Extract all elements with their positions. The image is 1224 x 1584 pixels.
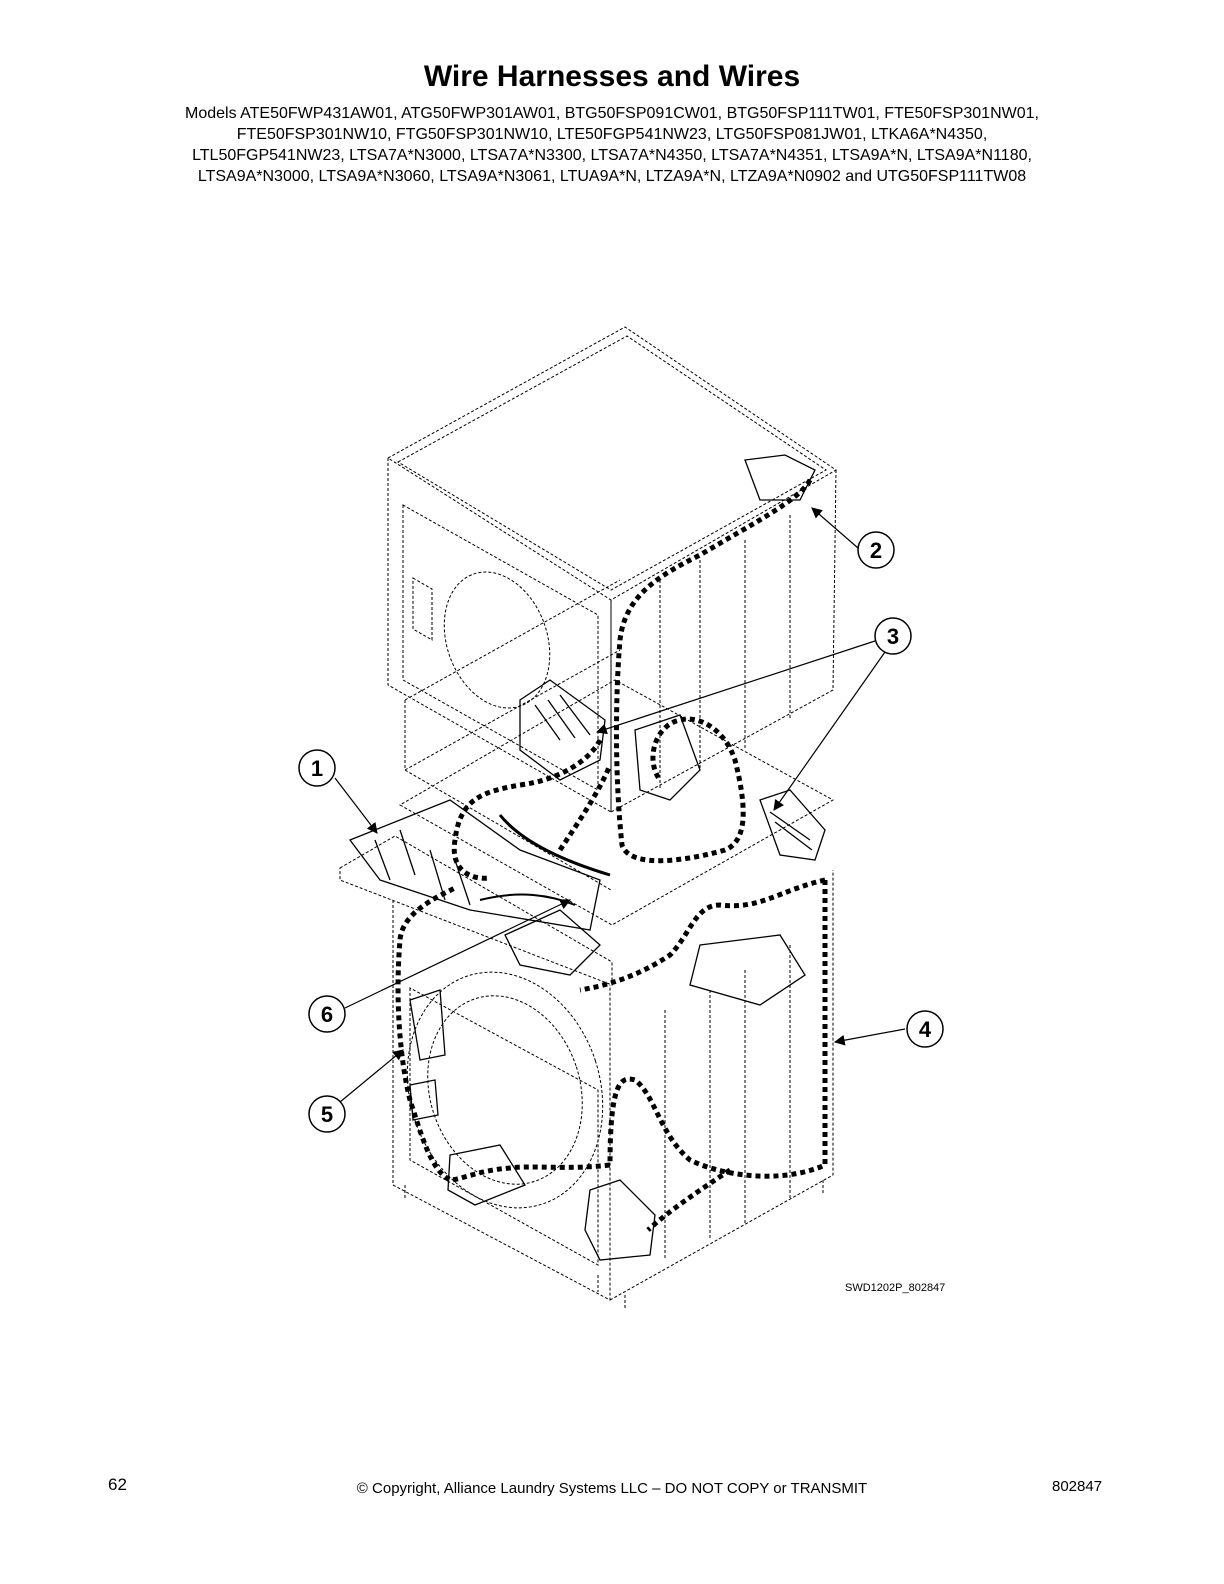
- callout-2-label: 2: [870, 538, 882, 563]
- callout-5: 5: [308, 1095, 346, 1133]
- harness-routes: [395, 478, 828, 1232]
- models-line: LTL50FGP541NW23, LTSA7A*N3000, LTSA7A*N3…: [192, 147, 1032, 164]
- top-connector: [744, 454, 816, 501]
- page-title: Wire Harnesses and Wires: [423, 60, 801, 93]
- leader-lines: [334, 507, 906, 1103]
- models-line: Models ATE50FWP431AW01, ATG50FWP301AW01,…: [185, 105, 1039, 122]
- callout-3: 3: [874, 617, 912, 655]
- callout-5-label: 5: [321, 1102, 333, 1127]
- callout-6-label: 6: [321, 1002, 333, 1027]
- terminal-strip: [348, 799, 601, 931]
- door-lock: [409, 989, 446, 1061]
- component-clusters: [348, 454, 826, 1261]
- callout-6: 6: [308, 995, 346, 1033]
- valve-cluster: [584, 1179, 656, 1261]
- harness-4-valve: [646, 1167, 732, 1232]
- models-list: Models ATE50FWP431AW01, ATG50FWP301AW01,…: [100, 103, 1124, 187]
- junction-cluster: [504, 909, 601, 976]
- harness-2-route: [613, 478, 813, 864]
- harness-4-route: [395, 880, 828, 1183]
- document-number: 802847: [1052, 1478, 1103, 1495]
- motor-cluster: [634, 714, 701, 801]
- control-cluster: [519, 679, 606, 781]
- callout-3-label: 3: [887, 624, 899, 649]
- callout-1: 1: [298, 749, 336, 787]
- models-line: LTSA9A*N3000, LTSA9A*N3060, LTSA9A*N3061…: [197, 168, 1027, 185]
- harness-3-route: [451, 738, 603, 881]
- harness-1-route: [557, 764, 613, 852]
- copyright-notice: © Copyright, Alliance Laundry Systems LL…: [356, 1480, 868, 1497]
- right-connector: [759, 789, 826, 861]
- callout-1-label: 1: [311, 756, 323, 781]
- relay-block: [447, 1144, 526, 1206]
- callouts: 1 2 3 4 5 6: [298, 531, 944, 1133]
- models-line: FTE50FSP301NW10, FTG50FSP301NW10, LTE50F…: [236, 126, 988, 143]
- harness-4-upper: [579, 877, 826, 993]
- page-number: 62: [108, 1475, 127, 1494]
- callout-2: 2: [857, 531, 895, 569]
- cabinet-outline: [339, 326, 837, 1310]
- side-component: [689, 934, 806, 1006]
- drawing-reference: SWD1202P_802847: [845, 1282, 946, 1294]
- callout-4-label: 4: [919, 1017, 932, 1042]
- callout-4: 4: [906, 1010, 944, 1048]
